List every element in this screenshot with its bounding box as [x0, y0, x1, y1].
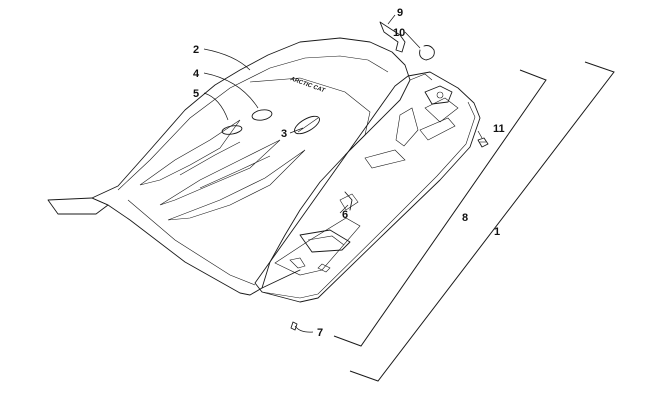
seat-graphic-lower [167, 149, 306, 221]
callout-8: 8 [462, 212, 468, 224]
seat-emblem-4 [251, 109, 273, 121]
callout-10: 10 [393, 27, 405, 39]
bolt-11 [477, 137, 489, 148]
callout-1: 1 [494, 226, 500, 238]
seat-strap-3 [294, 115, 320, 135]
clip-6 [344, 191, 353, 211]
rivet-7 [290, 321, 298, 331]
callout-6: 6 [342, 209, 348, 221]
callout-11: 11 [493, 123, 505, 135]
callout-5: 5 [193, 88, 199, 100]
callout-3: 3 [281, 128, 287, 140]
base-handle-recess [299, 229, 351, 253]
seat-cover: ARCTIC CAT [47, 37, 411, 296]
assembly-bracket-8 [333, 69, 547, 347]
callout-labels: 1 2 3 4 5 6 7 8 9 10 11 [193, 7, 505, 339]
latch-plate-9 [379, 21, 406, 53]
callout-2: 2 [193, 44, 199, 56]
seat-graphic-middle [159, 139, 281, 206]
seat-graphic-upper [139, 119, 241, 186]
assembly-bracket-1 [349, 61, 615, 382]
callout-4: 4 [193, 68, 200, 80]
seat-emblem-5 [221, 125, 243, 135]
seat-base [254, 71, 481, 303]
callout-7: 7 [317, 327, 323, 339]
seat-logo: ARCTIC CAT [288, 76, 326, 95]
leader-lines [203, 14, 483, 333]
spring-10 [419, 45, 435, 61]
callout-9: 9 [397, 7, 403, 19]
